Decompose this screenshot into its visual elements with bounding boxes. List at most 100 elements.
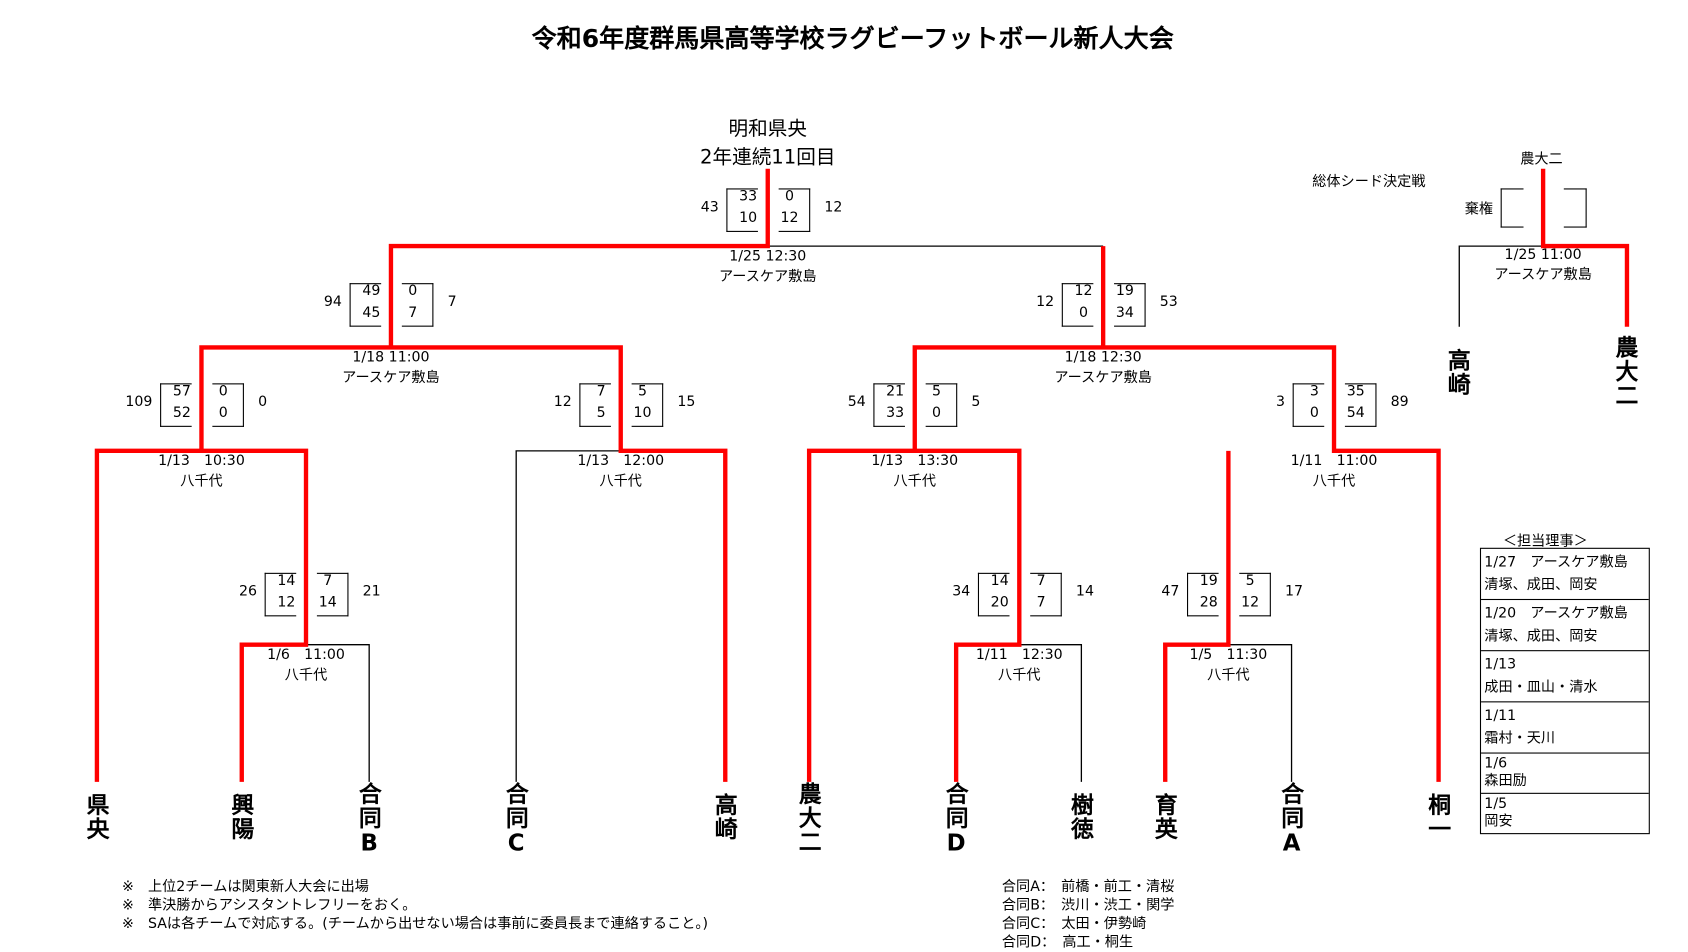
- right-half-1-score: 0: [408, 283, 418, 300]
- right-total-score: 53: [1159, 294, 1178, 311]
- seed-score-box-left: [1500, 188, 1524, 228]
- match-date: 1/25 12:30: [729, 248, 807, 265]
- team-name: 合同A: [1278, 781, 1305, 858]
- note: ※ SAは各チームで対応する。(チームから出せない場合は事前に委員長まで連絡する…: [121, 915, 709, 933]
- officials-names: 森田励: [1484, 773, 1527, 790]
- right-half-1-score: 5: [638, 383, 648, 400]
- seed-score-box-right: [1563, 188, 1587, 228]
- bracket-line: [1458, 245, 1544, 327]
- combined-team: 合同A： 前橋・前工・清桜: [1001, 878, 1175, 896]
- score-box-right: [316, 572, 349, 617]
- right-total-score: 15: [677, 394, 696, 411]
- score-box-left: [160, 383, 192, 427]
- left-total-score: 26: [238, 583, 258, 601]
- officials-names: 清塚、成田、岡安: [1484, 628, 1598, 645]
- match-venue: 八千代: [284, 667, 328, 684]
- officials-date: 1/6: [1484, 755, 1508, 773]
- officials-header: ＜担当理事＞: [1502, 533, 1588, 550]
- winner-path: [1540, 168, 1630, 327]
- match-venue: アースケア敷島: [718, 268, 817, 286]
- right-half-2-score: 7: [408, 304, 418, 322]
- match-date: 1/11 11:00: [1290, 453, 1378, 470]
- officials-names: 清塚、成田、岡安: [1484, 577, 1598, 594]
- match-date: 1/5 11:30: [1189, 646, 1268, 664]
- left-half-2-score: 0: [1309, 405, 1319, 422]
- left-total-score: 3: [1276, 394, 1286, 411]
- match-venue: アースケア敷島: [342, 370, 440, 387]
- score-box-right: [778, 188, 811, 232]
- combined-team: 合同D： 高工・桐生: [1001, 934, 1134, 951]
- officials-date: 1/11: [1484, 707, 1517, 725]
- left-half-1-score: 14: [990, 572, 1009, 590]
- right-half-2-score: 7: [1036, 594, 1046, 611]
- right-half-1-score: 5: [932, 383, 942, 400]
- left-half-2-score: 45: [362, 304, 381, 322]
- right-half-1-score: 0: [785, 188, 795, 205]
- right-total-score: 0: [258, 394, 268, 411]
- bracket-line: [1019, 644, 1083, 782]
- left-total-score: 54: [847, 394, 866, 411]
- right-total-score: 12: [824, 199, 843, 216]
- left-total-score: 43: [700, 199, 719, 216]
- score-box-left: [349, 283, 382, 327]
- note: ※ 上位2チームは関東新人大会に出場: [121, 878, 369, 896]
- right-half-2-score: 0: [218, 405, 228, 422]
- winner-path: [806, 448, 1022, 782]
- right-total-score: 7: [447, 294, 457, 311]
- right-half-2-score: 14: [318, 594, 337, 611]
- score-box-right: [401, 283, 434, 327]
- officials-table: 1/27 アースケア敷島清塚、成田、岡安 1/20 アースケア敷島清塚、成田、岡…: [1479, 547, 1650, 835]
- score-box-right: [631, 383, 664, 427]
- right-total-score: 17: [1285, 583, 1304, 601]
- left-total-score: 94: [323, 294, 342, 311]
- team-name: 樹徳: [1068, 792, 1095, 841]
- score-box-left: [873, 383, 905, 427]
- score-box-left: [977, 572, 1010, 617]
- match-date: 1/11 12:30: [975, 646, 1063, 664]
- left-half-1-score: 21: [886, 383, 905, 400]
- seed-venue: アースケア敷島: [1494, 266, 1592, 284]
- seed-winner: 農大二: [1520, 151, 1563, 168]
- match-date: 1/13 10:30: [158, 453, 245, 470]
- seed-forfeit: 棄権: [1464, 201, 1494, 218]
- team-name: 興陽: [228, 792, 255, 841]
- left-half-2-score: 20: [990, 594, 1009, 611]
- left-half-1-score: 14: [277, 572, 296, 590]
- right-half-2-score: 10: [633, 405, 652, 422]
- winner-path: [388, 168, 770, 348]
- left-total-score: 12: [1036, 294, 1055, 311]
- left-half-1-score: 57: [172, 383, 191, 400]
- score-box-left: [726, 188, 758, 232]
- score-box-right: [212, 383, 244, 427]
- right-total-score: 5: [971, 394, 981, 411]
- score-box-right: [1239, 572, 1271, 617]
- officials-date: 1/13: [1484, 656, 1517, 674]
- note: ※ 準決勝からアシスタントレフリーをおく。: [121, 897, 417, 914]
- match-date: 1/13 12:00: [577, 453, 665, 470]
- right-half-1-score: 35: [1346, 383, 1365, 400]
- score-box-left: [264, 572, 297, 617]
- right-total-score: 14: [1075, 583, 1094, 601]
- left-total-score: 47: [1161, 583, 1180, 601]
- left-half-1-score: 7: [596, 383, 606, 400]
- match-date: 1/13 13:30: [871, 453, 959, 470]
- left-half-2-score: 52: [172, 405, 191, 422]
- right-total-score: 89: [1390, 394, 1409, 411]
- score-box-left: [1061, 283, 1094, 327]
- match-venue: 八千代: [1312, 473, 1356, 491]
- winner-path: [94, 448, 309, 782]
- right-half-1-score: 7: [1036, 572, 1046, 590]
- right-half-2-score: 12: [1241, 594, 1260, 611]
- team-name: 合同D: [943, 781, 970, 858]
- champion-name: 明和県央: [728, 117, 807, 141]
- right-total-score: 21: [362, 583, 381, 601]
- left-half-1-score: 12: [1074, 283, 1093, 300]
- score-box-left: [1187, 572, 1219, 617]
- score-box-right: [1030, 572, 1062, 617]
- champion: 明和県央 2年連続11回目: [659, 115, 877, 172]
- score-box-left: [1292, 383, 1325, 427]
- score-box-right: [1344, 383, 1377, 427]
